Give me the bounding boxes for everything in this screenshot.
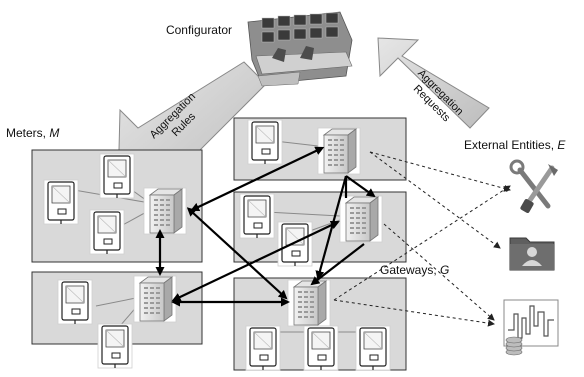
gateway-links <box>155 146 376 307</box>
aggregation-requests-arrow: Aggregation Requests <box>377 37 490 129</box>
gateway-link <box>310 243 365 286</box>
meter-icon <box>243 195 271 239</box>
meters-label: Meters, M <box>6 126 59 140</box>
meter-cluster-right-bottom <box>233 277 407 371</box>
gateway-link <box>171 220 340 302</box>
meter-cluster-left-bottom <box>31 271 203 369</box>
meter-icon <box>47 181 75 225</box>
meter-icon <box>307 327 335 371</box>
tools-icon <box>509 159 558 213</box>
external-links <box>333 151 511 327</box>
user-folder-icon <box>509 237 555 271</box>
gateway-server-icon <box>323 128 357 174</box>
meter-icon <box>359 327 387 371</box>
gateway-server-icon <box>139 276 173 322</box>
meter-icon <box>93 211 121 255</box>
gateways-label: Gateways, G <box>380 263 449 277</box>
meter-icon <box>103 155 131 199</box>
meter-icon <box>251 121 279 165</box>
coins-chart-icon <box>503 299 559 356</box>
external-link <box>369 151 511 192</box>
gateway-server-icon <box>149 188 183 234</box>
gateway-link <box>315 175 348 280</box>
external-link <box>383 223 495 321</box>
external-entities-label: External Entities, E <box>464 138 566 152</box>
configurator-icon <box>247 11 353 87</box>
gateway-link <box>345 175 376 198</box>
meter-cluster-right-top <box>233 117 407 181</box>
gateway-server-icon <box>345 196 379 242</box>
meter-icon <box>249 327 277 371</box>
meter-cluster-right-middle <box>233 191 407 267</box>
meter-cluster-left-top <box>31 149 203 263</box>
external-link <box>333 299 495 327</box>
configurator-label: Configurator <box>166 23 232 37</box>
external-link <box>369 151 501 249</box>
gateway-server-icon <box>293 280 327 326</box>
gateway-link <box>190 146 325 212</box>
external-link <box>333 185 511 301</box>
meter-icon <box>101 325 129 369</box>
meter-icon <box>61 281 89 325</box>
meter-icon <box>281 223 309 267</box>
